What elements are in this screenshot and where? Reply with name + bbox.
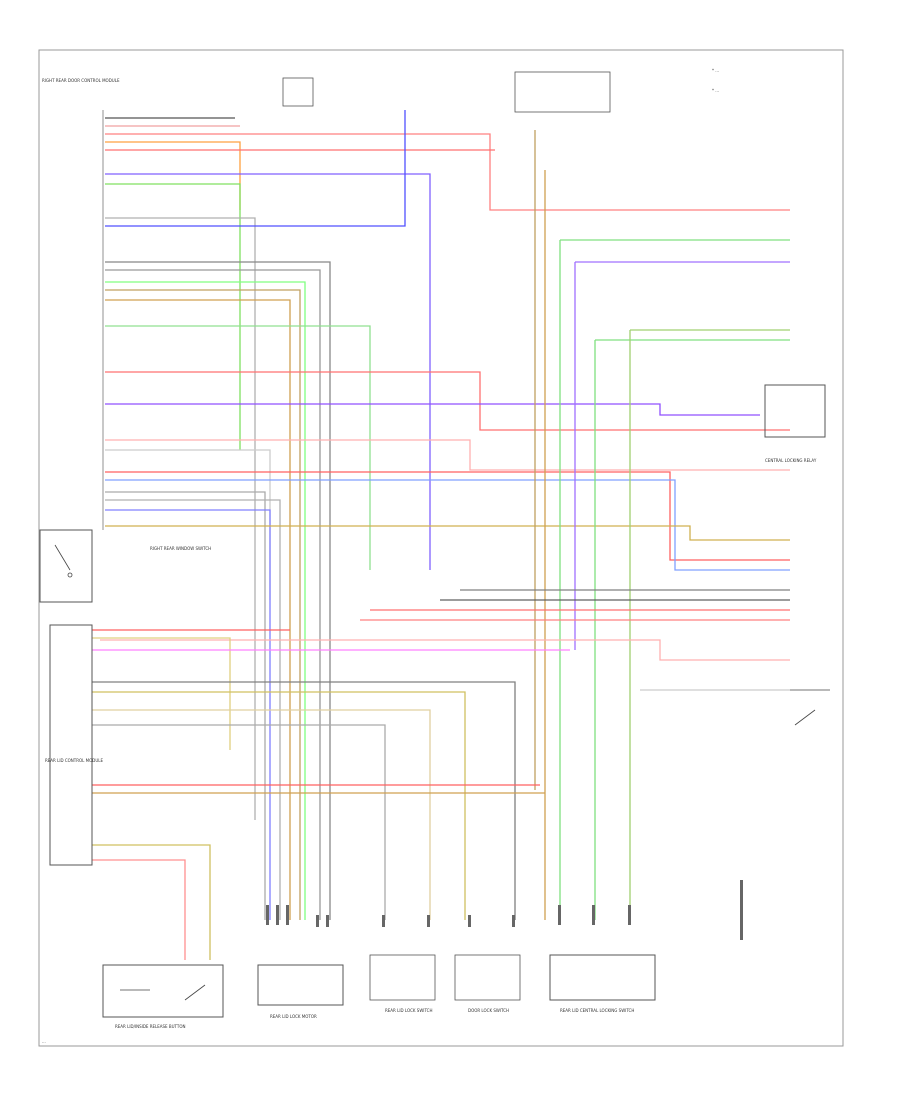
diagram-frame [38, 49, 844, 1047]
bottom-right-switch [790, 689, 830, 726]
relay-label: CENTRAL LOCKING RELAY [765, 458, 817, 463]
central-locking-switch-box [549, 954, 656, 1001]
release-button-box [102, 964, 224, 1018]
door-lock-switch-label: DOOR LOCK SWITCH [468, 1008, 509, 1013]
footer-code: ... [42, 1039, 46, 1044]
wires-horizontal [105, 110, 790, 920]
rear-lid-module-label: REAR LID CONTROL MODULE [45, 758, 103, 763]
window-switch-label: RIGHT REAR WINDOW SWITCH [150, 546, 211, 551]
left-module-label: RIGHT REAR DOOR CONTROL MODULE [42, 78, 120, 83]
window-switch-box [39, 529, 93, 603]
lock-motor-box [257, 964, 344, 1006]
wires-lower [92, 629, 570, 960]
connector-markers [266, 880, 743, 940]
wires-right [100, 130, 790, 920]
relay-box [764, 384, 826, 438]
rear-lid-module-box [49, 624, 93, 866]
window-switch-symbol [54, 544, 73, 578]
lock-switch-label: REAR LID LOCK SWITCH [385, 1008, 432, 1013]
legend-item-1: * ... [712, 68, 719, 73]
lock-motor-label: REAR LID LOCK MOTOR [270, 1014, 317, 1019]
release-button-label: REAR LID/INSIDE RELEASE BUTTON [115, 1024, 185, 1029]
top-relay-2 [514, 71, 611, 113]
release-button-symbol [120, 984, 206, 1001]
legend-item-2: * ... [712, 88, 719, 93]
central-locking-switch-label: REAR LID CENTRAL LOCKING SWITCH [560, 1008, 634, 1013]
top-relay-1 [282, 77, 314, 107]
door-lock-switch-box [454, 954, 521, 1001]
lock-switch-box [369, 954, 436, 1001]
